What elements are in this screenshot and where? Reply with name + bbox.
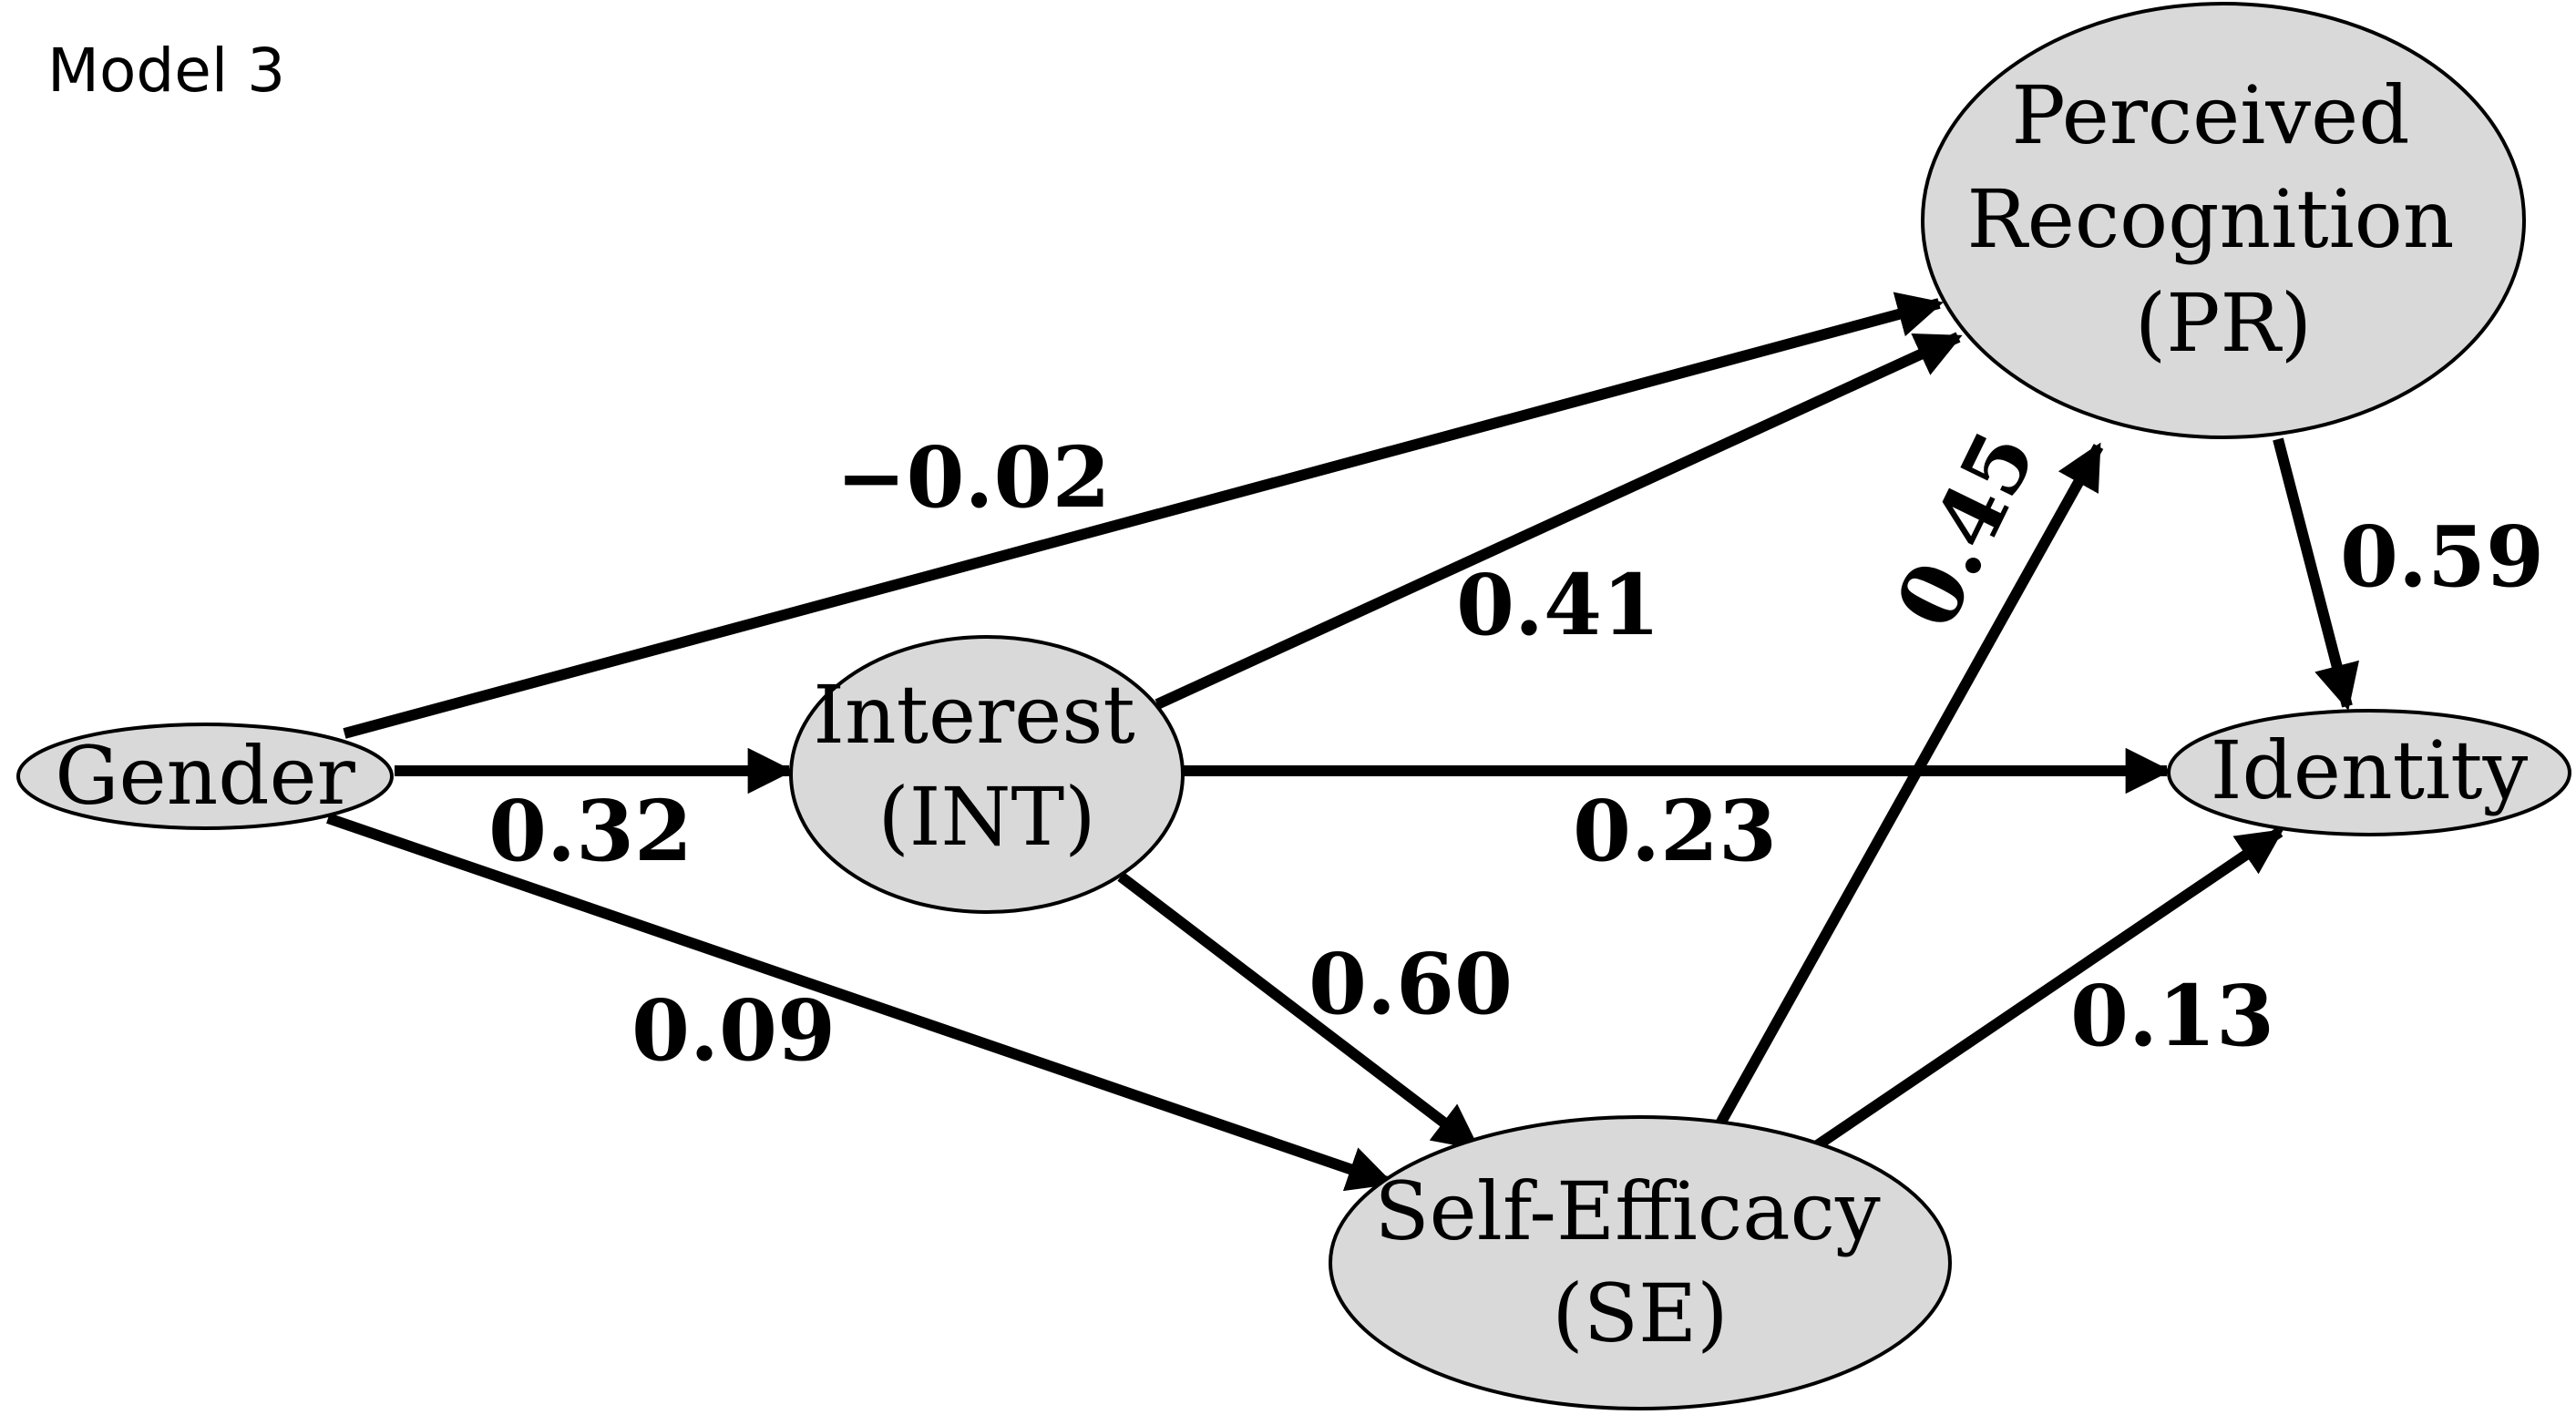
edge-label-gender-pr: −0.02 — [836, 428, 1110, 527]
node-pr-line-1: Perceived — [2011, 68, 2409, 162]
node-gender-label: Gender — [55, 729, 355, 823]
edge-gender-se — [326, 813, 1394, 1192]
edge-label-int-identity: 0.23 — [1573, 782, 1777, 880]
node-interest: Interest (INT) — [789, 635, 1185, 914]
edge-int-pr — [1155, 332, 1963, 710]
node-pr-label: Perceived Recognition (PR) — [1967, 68, 2480, 370]
model-title: Model 3 — [47, 36, 285, 106]
node-interest-label: Interest (INT) — [813, 668, 1161, 864]
node-identity-line-1: Identity — [2211, 723, 2529, 817]
edge-gender-pr — [343, 292, 1944, 739]
node-gender: Gender — [16, 723, 394, 830]
edge-label-gender-se: 0.09 — [631, 981, 836, 1080]
edge-label-int-pr: 0.41 — [1456, 556, 1660, 654]
node-identity: Identity — [2167, 709, 2571, 836]
node-perceived-recognition: Perceived Recognition (PR) — [1921, 2, 2526, 439]
edge-label-se-identity: 0.13 — [2070, 967, 2274, 1065]
node-se-ellipse — [1329, 1115, 1952, 1410]
node-se-label: Self-Efficacy (SE) — [1374, 1164, 1905, 1360]
node-gender-line-1: Gender — [55, 729, 355, 823]
node-self-efficacy: Self-Efficacy (SE) — [1329, 1115, 1952, 1410]
node-identity-ellipse — [2167, 709, 2571, 836]
edge-label-pr-identity: 0.59 — [2340, 508, 2544, 606]
edge-int-se — [1117, 872, 1481, 1152]
edge-label-se-pr: 0.45 — [1877, 416, 2055, 643]
node-se-line-2: (SE) — [1552, 1266, 1728, 1360]
node-identity-label: Identity — [2211, 723, 2529, 817]
node-pr-ellipse — [1921, 2, 2526, 439]
edge-label-int-se: 0.60 — [1309, 935, 1513, 1033]
node-interest-ellipse — [789, 635, 1185, 914]
node-se-line-1: Self-Efficacy — [1374, 1164, 1881, 1258]
edge-pr-identity — [2273, 437, 2360, 711]
edges — [326, 292, 2360, 1192]
node-interest-line-2: (INT) — [877, 770, 1095, 864]
edge-label-gender-int: 0.32 — [488, 782, 693, 880]
node-pr-line-3: (PR) — [2135, 276, 2312, 370]
node-gender-ellipse — [16, 723, 394, 830]
edge-se-pr — [1710, 442, 2104, 1134]
node-interest-line-1: Interest — [813, 668, 1135, 762]
edge-se-identity — [1810, 827, 2284, 1153]
node-pr-line-2: Recognition — [1967, 172, 2455, 266]
